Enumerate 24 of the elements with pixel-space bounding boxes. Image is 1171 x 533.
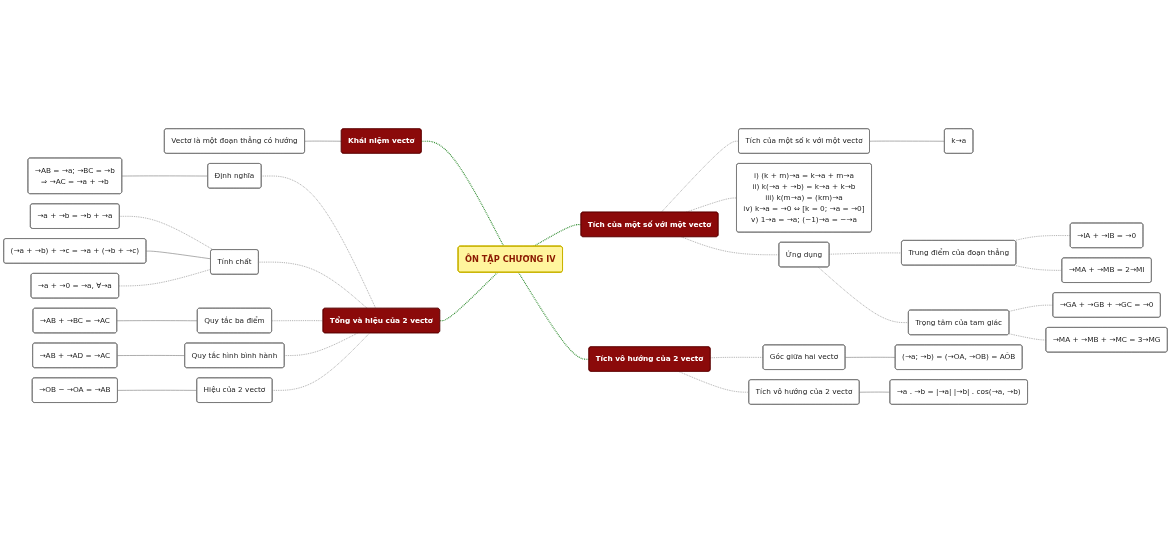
connector xyxy=(859,391,891,393)
connector xyxy=(121,175,209,177)
connector xyxy=(118,269,212,287)
connector xyxy=(1008,333,1047,341)
connector xyxy=(678,371,750,393)
connector xyxy=(421,140,505,247)
connector xyxy=(145,250,212,260)
connector xyxy=(681,236,780,256)
connector xyxy=(844,356,896,358)
connector xyxy=(116,320,198,322)
connector xyxy=(1013,265,1063,271)
connector xyxy=(271,320,324,322)
connector xyxy=(258,261,368,309)
connector xyxy=(439,271,499,322)
connector xyxy=(272,332,370,391)
connector xyxy=(304,140,342,142)
connector xyxy=(117,389,198,391)
connector xyxy=(829,252,902,255)
connector xyxy=(261,175,377,309)
connector xyxy=(119,215,214,251)
connector xyxy=(116,355,186,356)
connector xyxy=(517,271,590,360)
connector xyxy=(869,140,945,142)
connector xyxy=(817,266,909,323)
